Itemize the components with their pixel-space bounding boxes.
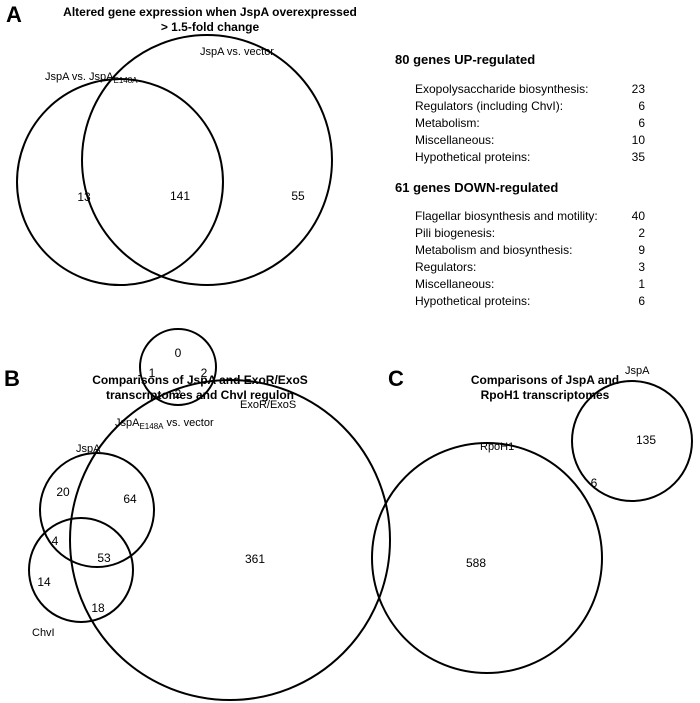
venn-c-region-rpoh1-only: 588 <box>466 556 486 570</box>
venn-a-label-e148a-vs-vector: JspAE148A vs. vector <box>115 417 214 431</box>
summary-up-header: 80 genes UP-regulated <box>395 52 535 67</box>
summary-down-item-value: 1 <box>638 277 645 291</box>
venn-a-label-jspa-vs-vector: JspA vs. vector <box>200 46 274 58</box>
summary-up-item-value: 10 <box>632 133 646 147</box>
venn-c-region-overlap: 6 <box>591 476 598 490</box>
summary-down-item-label: Flagellar biosynthesis and motility: <box>415 209 598 223</box>
venn-b-circle-jspa <box>39 452 155 568</box>
venn-c-circle-rpoh1 <box>371 442 603 674</box>
panel-b-title-line1: Comparisons of JspA and ExoR/ExoS <box>92 373 308 387</box>
summary-down-list: Flagellar biosynthesis and motility: 40 … <box>415 209 645 308</box>
venn-b-region-chvi-only: 14 <box>37 575 51 589</box>
summary-down-item-value: 2 <box>638 226 645 240</box>
summary-up-item-label: Exopolysaccharide biosynthesis: <box>415 82 588 96</box>
summary-down-item-value: 6 <box>638 294 645 308</box>
venn-b-label-jspa: JspA <box>76 443 101 455</box>
venn-b-label-chvi: ChvI <box>32 627 55 639</box>
venn-b-region-jspa-only: 20 <box>56 485 70 499</box>
venn-a-region-left-right: 141 <box>170 189 190 203</box>
summary-down-item-label: Metabolism and biosynthesis: <box>415 243 572 257</box>
summary-up-item-label: Miscellaneous: <box>415 133 494 147</box>
panel-c-title-line2: RpoH1 transcriptomes <box>481 388 610 402</box>
summary-up-item-value: 23 <box>632 82 646 96</box>
venn-a-label-jspa-vs-e148a: JspA vs. JspAE148A <box>45 71 138 85</box>
venn-a-region-right-small: 2 <box>201 366 208 380</box>
venn-a-region-only-small: 2 <box>175 387 182 401</box>
summary-up-list: Exopolysaccharide biosynthesis: 23 Regul… <box>415 82 645 164</box>
summary-down-item-label: Pili biogenesis: <box>415 226 495 240</box>
venn-b-region-chvi-exors: 18 <box>91 601 105 615</box>
summary-down-item-value: 40 <box>632 209 646 223</box>
panel-b-title-line2: transcriptomes and ChvI regulon <box>106 388 294 402</box>
summary-down-header: 61 genes DOWN-regulated <box>395 180 558 195</box>
venn-a-circle-jspa-vs-vector <box>81 34 333 286</box>
summary-down-item-label: Hypothetical proteins: <box>415 294 530 308</box>
venn-c-region-jspa-only: 135 <box>636 433 656 447</box>
panel-a-letter: A <box>6 2 22 27</box>
venn-a-region-triple: 0 <box>175 346 182 360</box>
venn-a-circle-e148a-vs-vector <box>139 328 217 406</box>
venn-b-circle-chvi <box>28 517 134 623</box>
venn-b-region-jspa-exors: 64 <box>123 492 137 506</box>
panel-a-title-line2: > 1.5-fold change <box>161 20 260 34</box>
summary-down-item-value: 9 <box>638 243 645 257</box>
venn-a-region-left-small: 1 <box>149 366 156 380</box>
venn-b-label-exors: ExoR/ExoS <box>240 399 296 411</box>
summary-down-item-value: 3 <box>638 260 645 274</box>
venn-c-circle-jspa <box>571 380 693 502</box>
venn-a-circle-jspa-vs-e148a <box>16 78 224 286</box>
venn-c-label-jspa: JspA <box>625 365 650 377</box>
summary-up-item-value: 35 <box>632 150 646 164</box>
panel-b-letter: B <box>4 366 20 391</box>
summary-down-item-label: Miscellaneous: <box>415 277 494 291</box>
venn-a-region-only-right: 55 <box>291 189 305 203</box>
venn-b-circle-exors <box>69 379 391 701</box>
summary-up-item-label: Hypothetical proteins: <box>415 150 530 164</box>
venn-a-region-only-left: 13 <box>77 190 91 204</box>
summary-up-item-value: 6 <box>638 116 645 130</box>
summary-up-item-value: 6 <box>638 99 645 113</box>
summary-up-item-label: Regulators (including ChvI): <box>415 99 563 113</box>
summary-down-item-label: Regulators: <box>415 260 476 274</box>
venn-c-label-rpoh1: RpoH1 <box>480 441 514 453</box>
venn-b-region-jspa-chvi: 4 <box>52 534 59 548</box>
panel-a-title-line1: Altered gene expression when JspA overex… <box>63 5 357 19</box>
panel-c-title-line1: Comparisons of JspA and <box>471 373 619 387</box>
venn-b-region-triple: 53 <box>97 551 111 565</box>
venn-b-region-exors-only: 361 <box>245 552 265 566</box>
summary-up-item-label: Metabolism: <box>415 116 480 130</box>
panel-c-letter: C <box>388 366 404 391</box>
